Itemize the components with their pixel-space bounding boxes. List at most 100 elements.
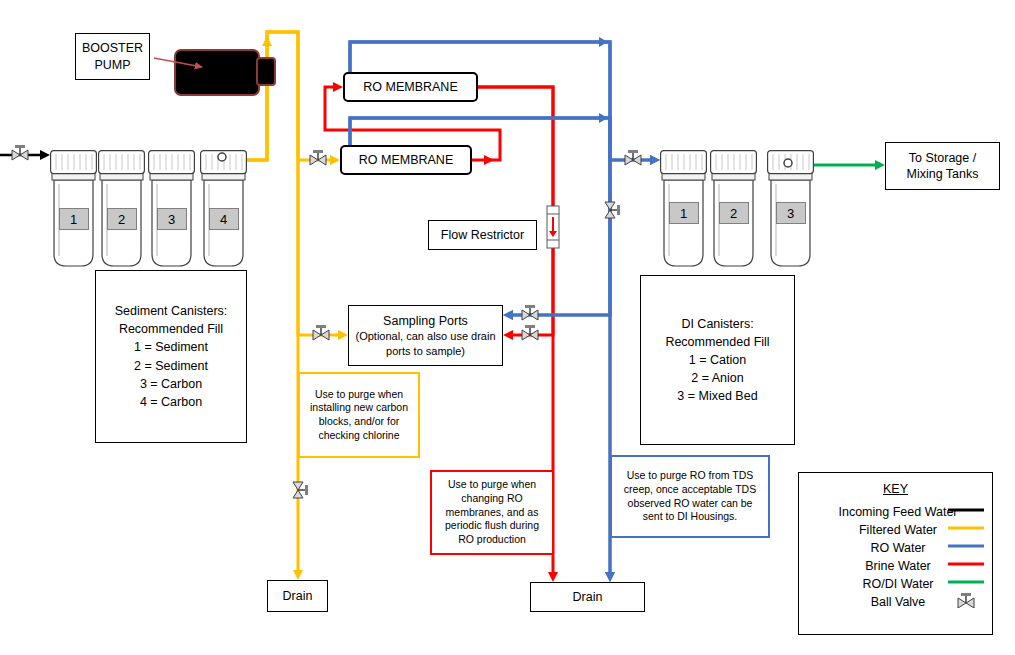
cap-ridge (678, 154, 679, 170)
drain-box: Drain (267, 580, 328, 612)
box-detail: 3 = Mixed Bed (677, 387, 757, 405)
drain-box: Drain (530, 582, 645, 612)
legend-line (948, 545, 984, 548)
cap-ridge (92, 154, 93, 170)
cap-ridge (122, 154, 123, 170)
cap-ridge (722, 154, 723, 170)
legend-sample (946, 574, 986, 590)
legend-text: Incoming Feed Water (838, 505, 957, 519)
pipe-connector (247, 32, 334, 160)
cap-ridge (56, 154, 57, 170)
ball-valve (522, 305, 538, 320)
legend-text: RO Water (870, 541, 925, 555)
cap-ridge (752, 154, 753, 170)
cap-ridge (728, 154, 729, 170)
sediment-canister: 1 (50, 150, 97, 268)
cap-ridge (779, 154, 780, 170)
canister-cap (711, 151, 757, 174)
callout-number: 3 (157, 208, 187, 230)
cap-ridge (230, 154, 231, 170)
box-detail: 4 = Carbon (140, 393, 202, 411)
box-label: DI Canisters: Recommended Fill (647, 315, 788, 351)
valve-handle (961, 593, 971, 596)
cap-ridge (212, 154, 213, 170)
legend-sample (946, 592, 986, 608)
box-label: Use to purge when changing RO membranes,… (438, 478, 546, 546)
flow-arrow (599, 37, 608, 47)
box-detail: (Optional, can also use drain ports to s… (355, 329, 496, 358)
box-detail: 3 = Carbon (140, 375, 202, 393)
fill-info-box: DI Canisters: Recommended Fill1 = Cation… (640, 275, 795, 445)
legend-row: Incoming Feed Water (809, 502, 987, 518)
legend-line (948, 527, 984, 530)
box-label: To Storage / Mixing Tanks (892, 150, 993, 183)
legend-text: Brine Water (865, 559, 931, 573)
ball-valve (12, 145, 28, 160)
cap-ridge (206, 154, 207, 170)
membrane-box: RO MEMBRANE (340, 145, 472, 175)
canister-cap (768, 151, 814, 174)
flow-arrow (484, 155, 494, 165)
canister-cap (661, 151, 707, 174)
flow-restrictor (547, 206, 559, 248)
flow-restrictor-ring (547, 214, 559, 215)
cap-ridge (172, 154, 173, 170)
canister-bowl (54, 180, 93, 266)
leader-line (154, 58, 202, 67)
ball-valve (313, 325, 329, 340)
canister-cap (201, 151, 247, 174)
di-canister: 3 (767, 150, 814, 268)
cap-ridge (68, 154, 69, 170)
box-detail: 2 = Anion (691, 369, 743, 387)
legend-row: RO/DI Water (809, 574, 987, 590)
legend-row: Filtered Water (809, 520, 987, 536)
canister-cap (99, 151, 145, 174)
callout-box: Flow Restrictor (428, 220, 537, 250)
callout-number: 3 (776, 202, 806, 224)
cap-ridge (116, 154, 117, 170)
pump-label-box: BOOSTER PUMP (75, 33, 150, 80)
sediment-canister: 2 (98, 150, 145, 268)
purge-note: Use to purge when installing new carbon … (298, 372, 420, 458)
cap-ridge (140, 154, 141, 170)
canister-bowl (102, 180, 141, 266)
legend-sample (946, 538, 986, 554)
pump-outlet (257, 58, 275, 85)
cap-ridge (242, 154, 243, 170)
cap-ridge (672, 154, 673, 170)
box-label: Sediment Canisters: Recommended Fill (102, 302, 240, 338)
box-label: Use to purge when installing new carbon … (306, 388, 412, 443)
cap-ridge (740, 154, 741, 170)
pipe-connector (247, 32, 298, 574)
purge-note: Use to purge when changing RO membranes,… (430, 470, 554, 555)
cap-ridge (809, 154, 810, 170)
box-detail: 1 = Cation (689, 351, 746, 369)
ball-valve (605, 202, 620, 218)
cap-ridge (166, 154, 167, 170)
callout-number: 1 (669, 202, 699, 224)
flow-arrow (262, 36, 272, 46)
legend-text: Ball Valve (871, 595, 926, 609)
cap-ridge (690, 154, 691, 170)
cap-ridge (74, 154, 75, 170)
cap-ridge (160, 154, 161, 170)
ball-valve (310, 150, 326, 165)
legend-sample (946, 556, 986, 572)
di-canister: 1 (660, 150, 707, 268)
cap-ridge (190, 154, 191, 170)
box-label: RO MEMBRANE (359, 152, 453, 168)
pipe-connector (247, 32, 342, 335)
outlet-fitting (218, 153, 226, 161)
di-canister: 2 (710, 150, 757, 268)
cap-ridge (86, 154, 87, 170)
box-label: Use to purge RO from TDS creep, once acc… (618, 469, 762, 524)
box-label: BOOSTER PUMP (82, 40, 143, 73)
callout-number: 1 (59, 208, 89, 230)
outlet-fitting (784, 159, 792, 167)
pipe-connector (478, 87, 553, 335)
canister-bowl (714, 180, 753, 266)
sediment-canister: 4 (200, 150, 247, 268)
legend-sample (946, 520, 986, 536)
cap-ridge (716, 154, 717, 170)
